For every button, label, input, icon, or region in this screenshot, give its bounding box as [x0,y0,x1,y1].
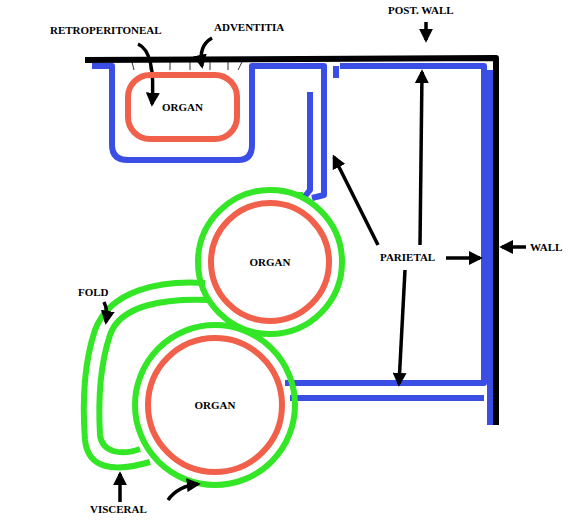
adventitia-hatch [132,62,242,70]
organ-wall [128,75,237,139]
organ-label: ORGAN [195,399,236,411]
callout-label: WALL [530,241,562,253]
organ-wall [211,203,329,321]
organ-label: ORGAN [162,101,203,113]
callout-label: RETROPERITONEAL [50,24,162,36]
visceral-layer [84,190,342,485]
callout-label: PARIETAL [380,251,435,263]
callout-label: POST. WALL [388,4,454,16]
organ: ORGAN [145,335,285,475]
callout-label: VISCERAL [90,503,147,515]
callout-label: FOLD [78,286,109,298]
organ-wall [148,338,282,472]
organ-label: ORGAN [250,256,291,268]
callout-arrows [104,22,526,502]
parietal-layer [92,66,490,425]
organ: ORGAN [125,72,240,142]
body-wall [85,58,496,425]
organ: ORGAN [208,200,332,324]
callout-label: ADVENTITIA [214,21,284,33]
